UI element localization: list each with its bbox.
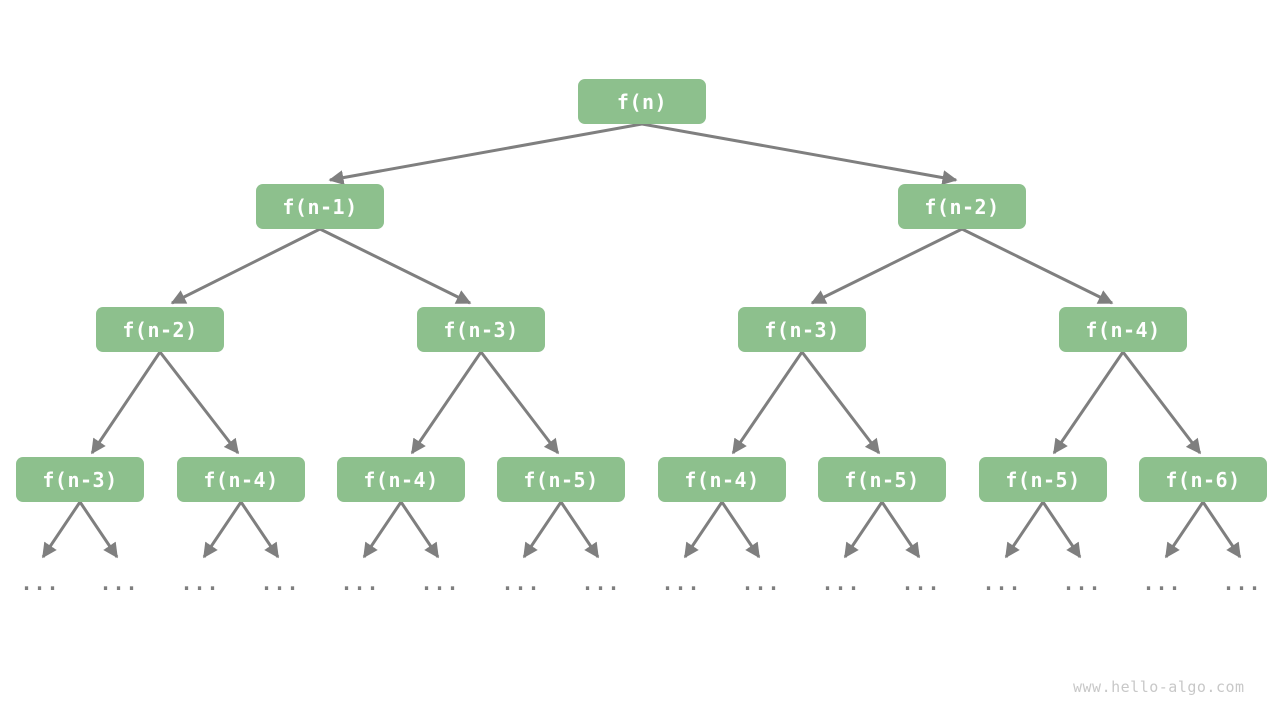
edge [90,351,162,455]
tree-node[interactable]: f(n-4) [177,457,305,502]
edge [319,227,472,305]
edge [479,351,560,455]
edge [1052,351,1125,455]
ellipsis-marker: ... [1222,571,1262,595]
tree-node[interactable]: f(n-5) [497,457,625,502]
edge [170,227,321,305]
edge [158,351,240,455]
edge [720,501,761,559]
ellipsis-marker: ... [260,571,300,595]
edges-group [41,122,1242,559]
tree-node[interactable]: f(n-2) [96,307,224,352]
tree-node[interactable]: f(n-3) [16,457,144,502]
edge [410,351,483,455]
ellipsis-marker: ... [821,571,861,595]
edge [399,501,440,559]
edge [1121,351,1202,455]
edge [239,501,280,559]
tree-node[interactable]: f(n-5) [818,457,946,502]
edge [1041,501,1082,559]
edge [202,501,243,559]
ellipsis-marker: ... [420,571,460,595]
edge [328,122,643,185]
ellipsis-marker: ... [340,571,380,595]
edge [800,351,881,455]
ellipsis-marker: ... [901,571,941,595]
edge [522,501,563,559]
ellipsis-marker: ... [581,571,621,595]
ellipsis-marker: ... [982,571,1022,595]
tree-node[interactable]: f(n-6) [1139,457,1267,502]
ellipsis-marker: ... [180,571,220,595]
edge [362,501,403,559]
edge [41,501,82,559]
edge [683,501,724,559]
tree-node[interactable]: f(n-2) [898,184,1026,229]
edge [559,501,600,559]
ellipsis-marker: ... [501,571,541,595]
tree-node[interactable]: f(n-3) [417,307,545,352]
tree-node-root[interactable]: f(n) [578,79,706,124]
ellipsis-marker: ... [99,571,139,595]
edge [1164,501,1205,559]
tree-node[interactable]: f(n-3) [738,307,866,352]
edge [731,351,804,455]
watermark: www.hello-algo.com [1073,678,1245,696]
ellipsis-marker: ... [741,571,781,595]
tree-node[interactable]: f(n-1) [256,184,384,229]
tree-node[interactable]: f(n-5) [979,457,1107,502]
edge [810,227,963,305]
tree-node[interactable]: f(n-4) [658,457,786,502]
edge [880,501,921,559]
tree-node[interactable]: f(n-4) [1059,307,1187,352]
edge [1201,501,1242,559]
edge [961,227,1114,305]
edge [1004,501,1045,559]
edge [78,501,119,559]
ellipsis-marker: ... [1142,571,1182,595]
tree-node[interactable]: f(n-4) [337,457,465,502]
edge [641,122,958,186]
ellipsis-marker: ... [661,571,701,595]
ellipsis-marker: ... [1062,571,1102,595]
edge [843,501,884,559]
ellipsis-marker: ... [20,571,60,595]
